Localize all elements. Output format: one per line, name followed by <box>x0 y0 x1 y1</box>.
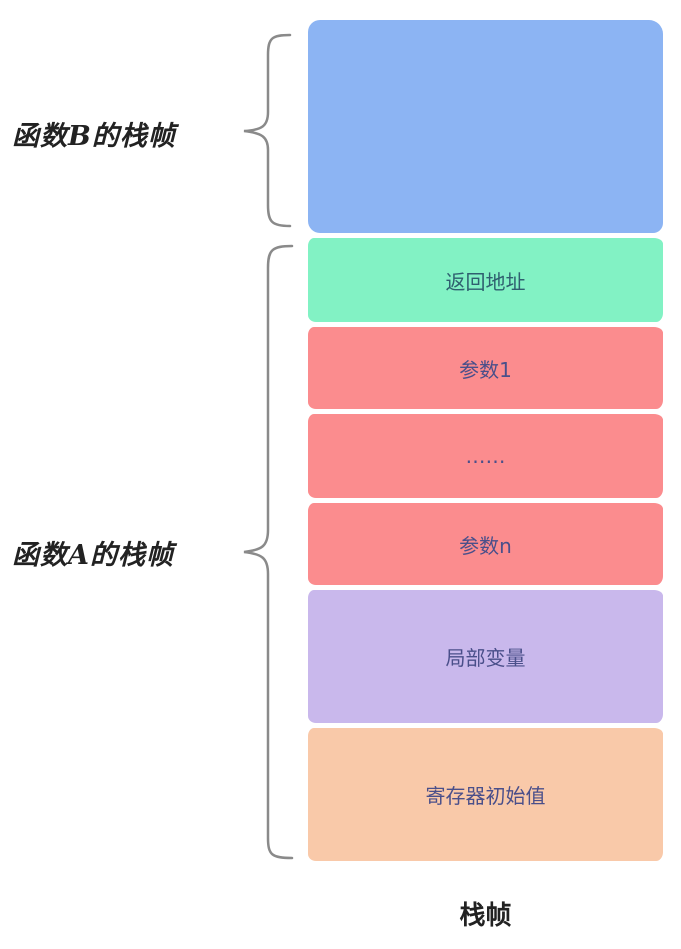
block-label: …… <box>465 444 506 468</box>
brace-function-a <box>243 244 294 860</box>
return-address-block: 返回地址 <box>308 238 663 322</box>
function-a-frame-label: 函数A的栈帧 <box>12 540 174 571</box>
param-n-block: 参数n <box>308 503 663 585</box>
function-b-frame-block <box>308 20 663 233</box>
register-initial-values-block: 寄存器初始值 <box>308 728 663 861</box>
brace-function-b <box>243 33 292 228</box>
param-1-block: 参数1 <box>308 327 663 409</box>
diagram-caption: 栈帧 <box>459 901 512 931</box>
ellipsis-block: …… <box>308 414 663 498</box>
block-label: 寄存器初始值 <box>425 784 546 808</box>
local-variables-block: 局部变量 <box>308 590 663 723</box>
block-label: 返回地址 <box>445 269 526 294</box>
block-label: 参数n <box>459 533 512 558</box>
function-b-frame-label: 函数B的栈帧 <box>12 121 176 152</box>
block-label: 局部变量 <box>445 646 526 670</box>
block-label: 参数1 <box>459 357 512 382</box>
